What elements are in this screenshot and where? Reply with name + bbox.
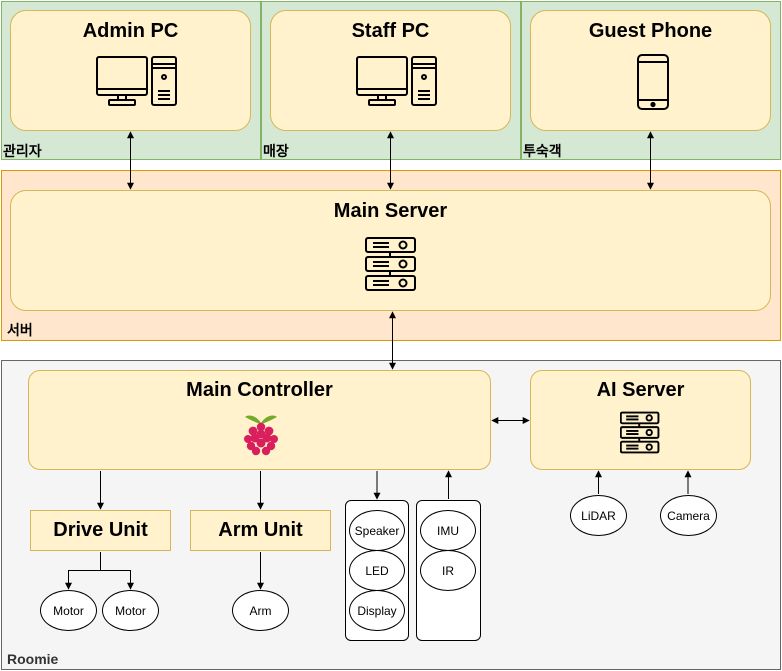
admin-pc-title: Admin PC (82, 20, 179, 42)
server-rack-icon (365, 237, 416, 291)
main-controller-title: Main Controller (186, 379, 333, 401)
arm-unit-node: Arm Unit (190, 510, 331, 551)
led-device: LED (349, 550, 405, 591)
desktop-computer-icon (356, 56, 437, 106)
speaker-device: Speaker (349, 510, 405, 551)
store-zone-label: 매장 (263, 143, 289, 159)
lidar-device: LiDAR (570, 495, 627, 536)
arm-device: Arm (232, 590, 289, 631)
guest-phone-node: Guest Phone (530, 10, 771, 131)
server-zone-label: 서버 (7, 322, 33, 338)
main-server-node: Main Server (10, 190, 771, 311)
main-controller-node: Main Controller (28, 370, 491, 470)
ir-device: IR (420, 550, 476, 591)
raspberry-pi-icon (244, 415, 278, 456)
imu-device: IMU (420, 510, 476, 551)
guest-phone-title: Guest Phone (588, 20, 713, 42)
desktop-computer-icon (96, 56, 177, 106)
admin-zone-label: 관리자 (3, 143, 42, 159)
staff-pc-node: Staff PC (270, 10, 511, 131)
server-rack-icon (620, 411, 660, 454)
camera-device: Camera (660, 495, 717, 536)
motor-right-device: Motor (102, 590, 159, 631)
ai-server-title: AI Server (596, 379, 685, 401)
smartphone-icon (637, 54, 669, 110)
display-device: Display (349, 590, 405, 631)
ai-server-node: AI Server (530, 370, 751, 470)
motor-left-device: Motor (40, 590, 97, 631)
guest-zone-label: 투숙객 (523, 143, 562, 159)
arm-unit-title: Arm Unit (218, 519, 303, 541)
admin-pc-node: Admin PC (10, 10, 251, 131)
staff-pc-title: Staff PC (351, 20, 430, 42)
drive-unit-node: Drive Unit (30, 510, 171, 551)
main-server-title: Main Server (333, 200, 448, 222)
robot-zone-label: Roomie (7, 651, 59, 667)
drive-unit-title: Drive Unit (53, 519, 148, 541)
